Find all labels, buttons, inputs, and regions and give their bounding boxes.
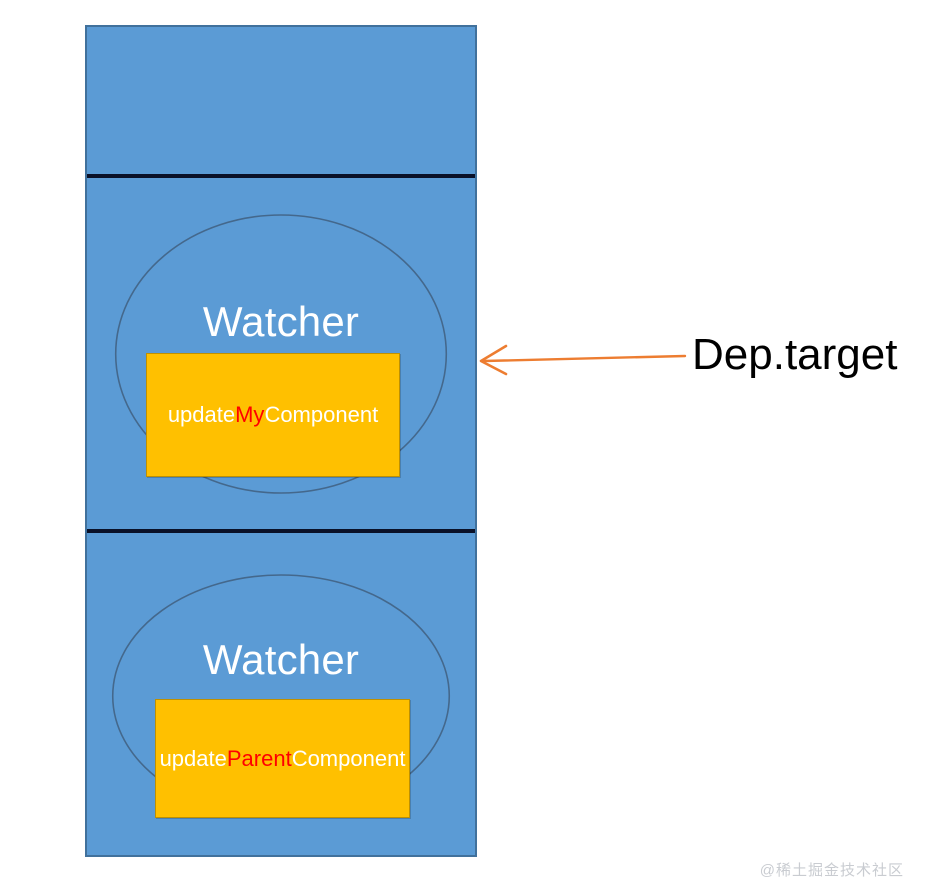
method-prefix: update	[159, 745, 227, 771]
method-prefix: update	[167, 402, 236, 428]
dep-target-annotation-label: Dep.target	[692, 330, 898, 379]
stack-frame-parent-component: Watcher updateParentComponent	[87, 533, 475, 859]
method-name-text: updateMyComponent	[168, 400, 378, 430]
dep-target-arrow-icon	[479, 344, 687, 376]
method-name-text: updateParentComponent	[160, 744, 406, 774]
watcher-label: Watcher	[202, 636, 360, 683]
stack-frame-empty	[87, 27, 475, 174]
method-highlight: Parent	[226, 745, 292, 771]
method-box-update-parent-component: updateParentComponent	[155, 699, 410, 818]
watermark-text: @稀土掘金技术社区	[759, 862, 904, 879]
frame-divider-top	[87, 174, 475, 178]
stack-frame-my-component: Watcher updateMyComponent	[87, 178, 475, 529]
frame-divider-bottom	[87, 529, 475, 533]
method-suffix: Component	[291, 745, 406, 771]
method-box-update-my-component: updateMyComponent	[146, 353, 400, 477]
method-highlight: My	[235, 402, 265, 428]
method-suffix: Component	[264, 402, 379, 428]
watcher-label: Watcher	[202, 298, 360, 345]
watcher-stack-container: Watcher updateMyComponent Watcher update…	[85, 25, 477, 857]
